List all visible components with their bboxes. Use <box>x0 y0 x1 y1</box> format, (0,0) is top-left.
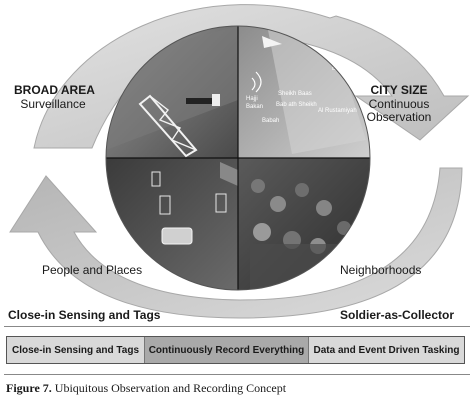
process-bar: Close-in Sensing and Tags Continuously R… <box>6 336 465 364</box>
signal-icon <box>251 71 262 93</box>
neighborhoods-label: Neighborhoods <box>340 263 422 277</box>
map-word-6: Al Rustamiyah <box>318 108 357 114</box>
map-word-4: Bab ath Sheikh <box>276 102 317 108</box>
close-in-sensing-label: Close-in Sensing and Tags <box>8 308 161 322</box>
process-step-tasking: Data and Event Driven Tasking <box>309 337 464 363</box>
lower-cycle-arrow <box>9 167 463 319</box>
map-word-3: Bakan <box>246 104 263 110</box>
map-word-2: Hajji <box>246 96 258 102</box>
map-word-5: Babah <box>262 118 279 124</box>
city-size-title: CITY SIZE <box>370 83 428 97</box>
caption-divider <box>4 374 470 375</box>
disc-outline <box>105 25 371 291</box>
section-divider <box>4 326 470 327</box>
observation-disc: Sheikh Baas Hajji Bakan Bab ath Sheikh B… <box>106 26 370 290</box>
soldier-collector-label: Soldier-as-Collector <box>340 308 455 322</box>
process-step-close-in: Close-in Sensing and Tags <box>7 337 145 363</box>
figure-number: Figure 7. <box>6 381 52 395</box>
city-size-subtitle-line1: Continuous <box>368 97 430 111</box>
process-step-record: Continuously Record Everything <box>145 337 309 363</box>
broad-area-title: BROAD AREA <box>14 83 95 97</box>
broad-area-subtitle: Surveillance <box>20 97 86 111</box>
people-places-label: People and Places <box>42 263 143 277</box>
figure-caption: Figure 7. Ubiquitous Observation and Rec… <box>6 381 286 396</box>
map-word-1: Sheikh Baas <box>278 91 312 97</box>
figure-caption-text: Ubiquitous Observation and Recording Con… <box>51 381 287 395</box>
city-size-subtitle-line2: Observation <box>366 110 432 124</box>
aircraft-icon <box>262 36 282 48</box>
